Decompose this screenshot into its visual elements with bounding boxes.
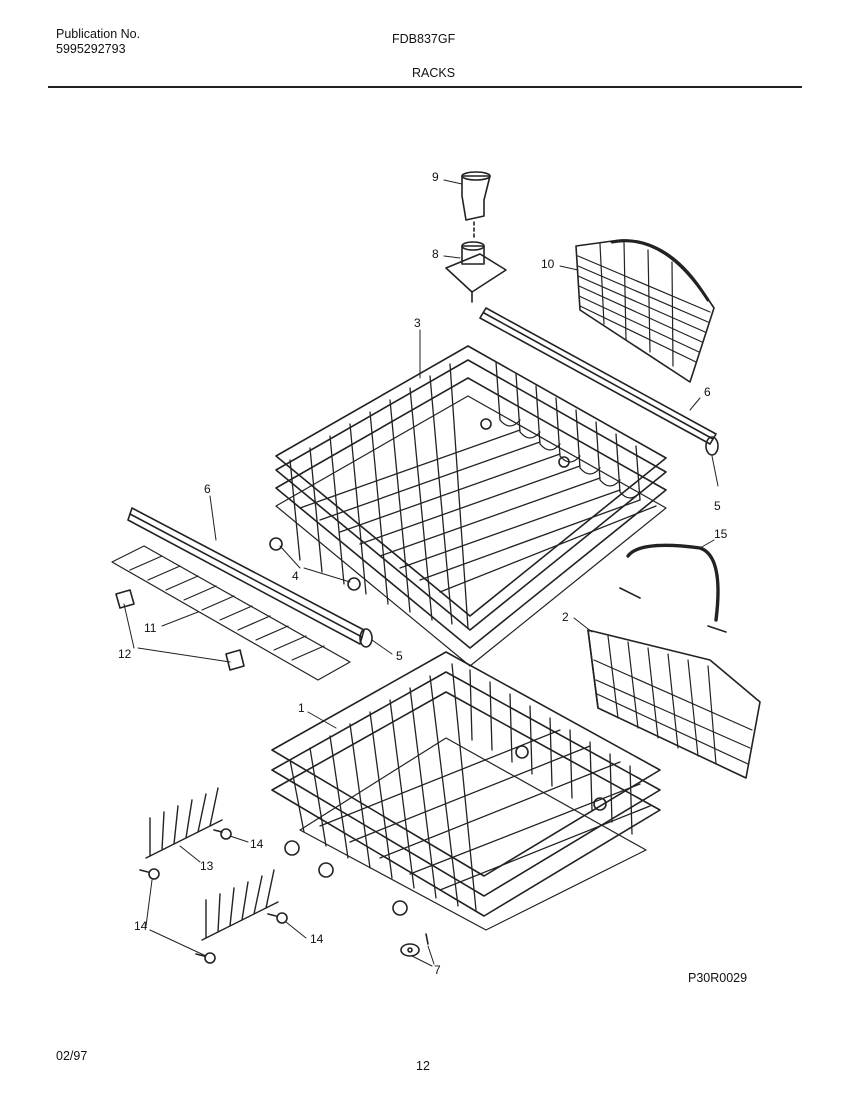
callout-14-a: 14: [250, 837, 264, 851]
drawing-code: P30R0029: [688, 971, 748, 985]
callout-6-lower: 6: [204, 482, 211, 496]
part-11-track: [111, 545, 351, 681]
model-number: FDB837GF: [392, 32, 456, 46]
part-10-basket: [575, 239, 715, 383]
callout-2: 2: [562, 610, 569, 624]
callout-8: 8: [432, 247, 439, 261]
callout-14-c: 14: [310, 932, 324, 946]
callout-numbers: 9 8 10 3 6 5 15 6 11 12 4 5 2 1 14 13 14…: [118, 170, 728, 977]
part-6-upper-rail: [479, 307, 719, 456]
callout-6-upper: 6: [704, 385, 711, 399]
part-13-tines: [145, 787, 279, 941]
publication-date: 02/97: [56, 1049, 88, 1063]
part-1-lower-rack: [271, 651, 661, 931]
callout-4: 4: [292, 569, 299, 583]
callout-9: 9: [432, 170, 439, 184]
callout-15: 15: [714, 527, 728, 541]
callout-10: 10: [541, 257, 555, 271]
part-9-manifold-tube: [461, 171, 491, 241]
part-8-manifold-mount: [445, 241, 507, 303]
callout-13: 13: [200, 859, 214, 873]
part-3-upper-rack: [269, 345, 667, 667]
callout-12: 12: [118, 647, 132, 661]
publication-number: 5995292793: [56, 42, 126, 56]
part-14-fasteners: [139, 828, 288, 964]
page-number: 12: [416, 1059, 430, 1073]
callout-7: 7: [434, 963, 441, 977]
part-15-handle: [619, 543, 727, 633]
section-title: RACKS: [412, 66, 456, 80]
part-2-silverware-basket: [587, 629, 761, 779]
callout-14-b: 14: [134, 919, 148, 933]
callout-3: 3: [414, 316, 421, 330]
publication-label: Publication No.: [56, 27, 141, 41]
part-12-clips: [115, 589, 245, 671]
part-7-wheel: [400, 933, 429, 957]
callout-5-upper: 5: [714, 499, 721, 513]
callout-leaders: [123, 179, 719, 967]
callout-11: 11: [144, 621, 157, 635]
callout-1: 1: [298, 701, 305, 715]
part-6-lower-rail: [127, 507, 373, 648]
header-divider: [48, 86, 802, 88]
callout-5-lower: 5: [396, 649, 403, 663]
